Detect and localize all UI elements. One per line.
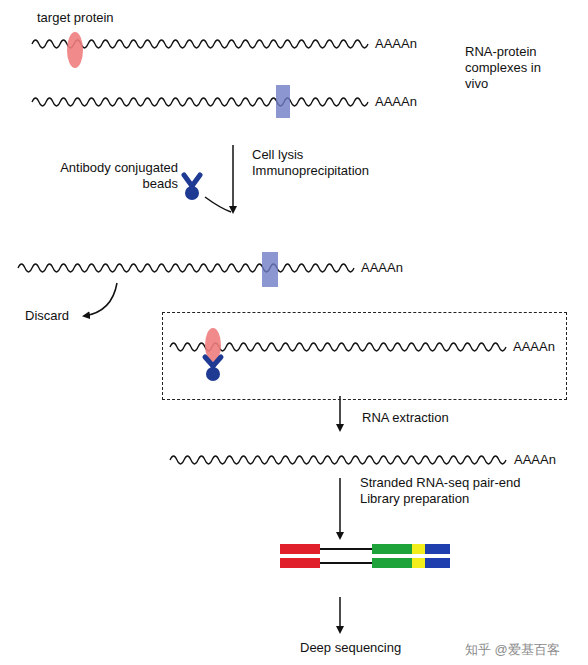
target-protein xyxy=(67,32,83,68)
step-label: RNA extraction xyxy=(362,410,502,426)
step-label: Deep sequencing xyxy=(300,640,430,656)
watermark: 知乎 @爱基百客 xyxy=(465,642,585,658)
antibody-bead xyxy=(184,175,200,200)
poly-a-tail: AAAAn xyxy=(513,339,555,355)
reagent-label: Antibody conjugated beads xyxy=(60,160,178,192)
process-arrow xyxy=(232,145,234,212)
rna-strand xyxy=(170,456,506,464)
poly-a-tail: AAAAn xyxy=(375,94,435,110)
step-label: Cell lysis Immunoprecipitation xyxy=(252,147,392,179)
protein-label: target protein xyxy=(37,10,177,26)
process-arrow xyxy=(339,478,341,538)
note-label: Discard xyxy=(25,308,95,324)
other-protein xyxy=(276,85,290,118)
antibody-bead xyxy=(205,357,221,381)
poly-a-tail: AAAAn xyxy=(514,452,574,468)
poly-a-tail: AAAAn xyxy=(375,36,435,52)
rna-waves xyxy=(18,40,506,464)
merge-curve xyxy=(205,197,231,212)
poly-a-tail: AAAAn xyxy=(361,260,421,276)
process-arrow xyxy=(339,597,341,632)
note-label: RNA-protein complexes in vivo xyxy=(465,44,545,92)
process-arrow xyxy=(339,396,341,430)
step-label: Stranded RNA-seq pair-end Library prepar… xyxy=(360,475,542,507)
rna-strand xyxy=(32,98,368,106)
result-box: AAAAn xyxy=(162,312,567,400)
other-protein xyxy=(262,252,278,287)
discard-arrow xyxy=(84,283,117,316)
library-fragment xyxy=(280,544,450,568)
rna-strand xyxy=(18,264,354,272)
